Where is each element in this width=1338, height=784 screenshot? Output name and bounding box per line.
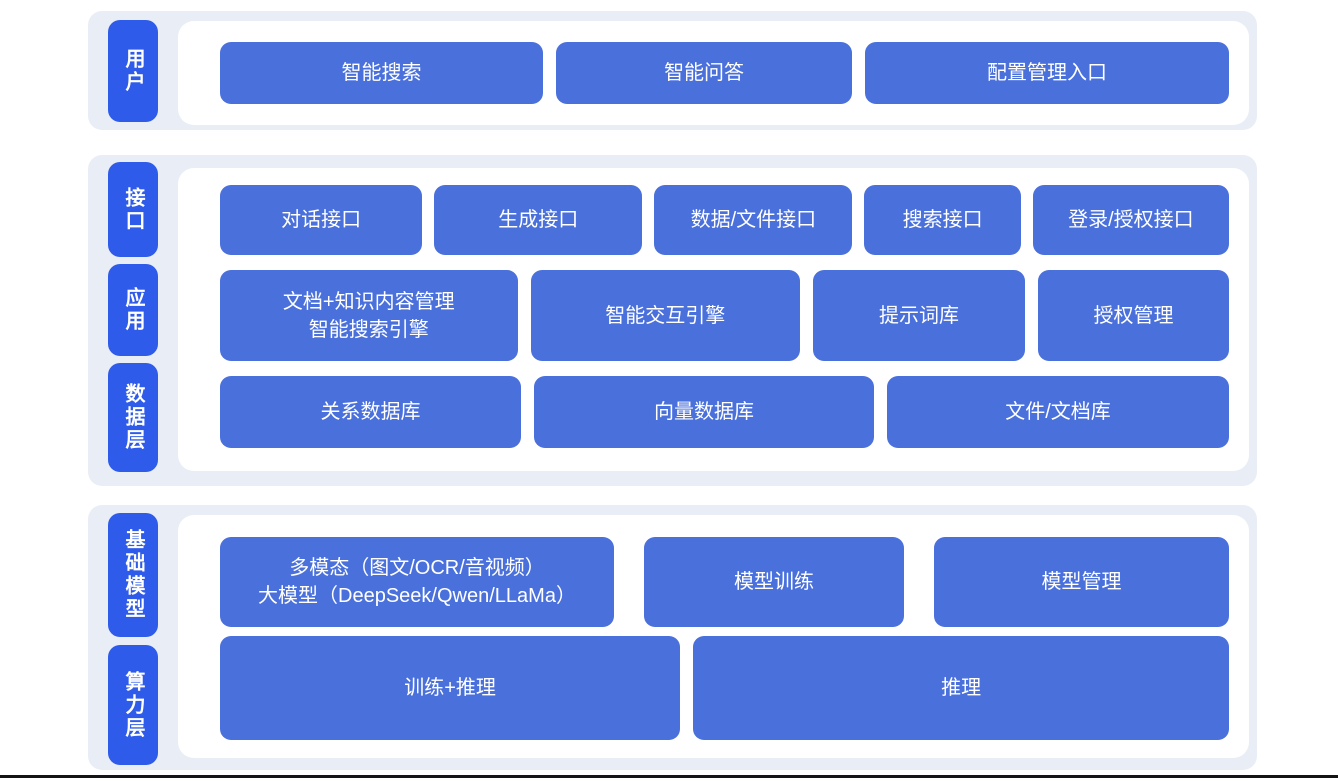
box-training-plus-inference: 训练+推理	[220, 636, 681, 740]
layer-label-interface: 接口	[108, 162, 158, 257]
bottom-divider-line	[0, 775, 1338, 778]
box-inference: 推理	[693, 636, 1229, 740]
bottom-layers-panel: 多模态（图文/OCR/音视频） 大模型（DeepSeek/Qwen/LLaMa）…	[178, 515, 1249, 758]
user-layer-label-column: 用户	[108, 11, 158, 122]
foundation-model-row: 多模态（图文/OCR/音视频） 大模型（DeepSeek/Qwen/LLaMa）…	[220, 537, 1229, 627]
box-prompt-library: 提示词库	[812, 270, 1026, 361]
box-multimodal-large-model: 多模态（图文/OCR/音视频） 大模型（DeepSeek/Qwen/LLaMa）	[220, 537, 614, 627]
box-generation-api: 生成接口	[434, 185, 643, 255]
box-doc-knowledge-search-engine: 文档+知识内容管理 智能搜索引擎	[220, 270, 518, 361]
box-authorization-management: 授权管理	[1038, 270, 1229, 361]
data-row: 关系数据库 向量数据库 文件/文档库	[220, 376, 1229, 448]
compute-row: 训练+推理 推理	[220, 636, 1229, 740]
layer-label-data: 数据层	[108, 363, 158, 472]
user-layer-band: 用户 智能搜索 智能问答 配置管理入口	[88, 11, 1257, 130]
layer-label-user: 用户	[108, 20, 158, 122]
box-config-management-entry: 配置管理入口	[865, 42, 1229, 104]
box-login-auth-api: 登录/授权接口	[1032, 185, 1229, 255]
application-row: 文档+知识内容管理 智能搜索引擎 智能交互引擎 提示词库 授权管理	[220, 270, 1229, 361]
box-intelligent-search: 智能搜索	[220, 42, 544, 104]
box-file-document-store: 文件/文档库	[887, 376, 1229, 448]
layer-label-application: 应用	[108, 264, 158, 356]
layer-label-foundation-model: 基础模型	[108, 513, 158, 637]
bottom-layers-label-column: 基础模型 算力层	[108, 505, 158, 765]
bottom-layers-band: 基础模型 算力层 多模态（图文/OCR/音视频） 大模型（DeepSeek/Qw…	[88, 505, 1257, 770]
interface-row: 对话接口 生成接口 数据/文件接口 搜索接口 登录/授权接口	[220, 185, 1229, 255]
user-layer-panel: 智能搜索 智能问答 配置管理入口	[178, 21, 1249, 125]
box-dialog-api: 对话接口	[220, 185, 423, 255]
box-model-management: 模型管理	[934, 537, 1229, 627]
layer-label-compute: 算力层	[108, 645, 158, 765]
box-model-training: 模型训练	[644, 537, 904, 627]
box-search-api: 搜索接口	[864, 185, 1021, 255]
architecture-diagram: 用户 智能搜索 智能问答 配置管理入口 接口 应用 数据层 对话接口 生成接口 …	[88, 11, 1257, 770]
box-data-file-api: 数据/文件接口	[654, 185, 853, 255]
middle-layers-panel: 对话接口 生成接口 数据/文件接口 搜索接口 登录/授权接口 文档+知识内容管理…	[178, 168, 1249, 471]
box-vector-database: 向量数据库	[534, 376, 874, 448]
box-intelligent-interaction-engine: 智能交互引擎	[530, 270, 800, 361]
middle-layers-label-column: 接口 应用 数据层	[108, 155, 158, 472]
box-intelligent-qa: 智能问答	[556, 42, 853, 104]
box-relational-database: 关系数据库	[220, 376, 521, 448]
middle-layers-band: 接口 应用 数据层 对话接口 生成接口 数据/文件接口 搜索接口 登录/授权接口…	[88, 155, 1257, 486]
